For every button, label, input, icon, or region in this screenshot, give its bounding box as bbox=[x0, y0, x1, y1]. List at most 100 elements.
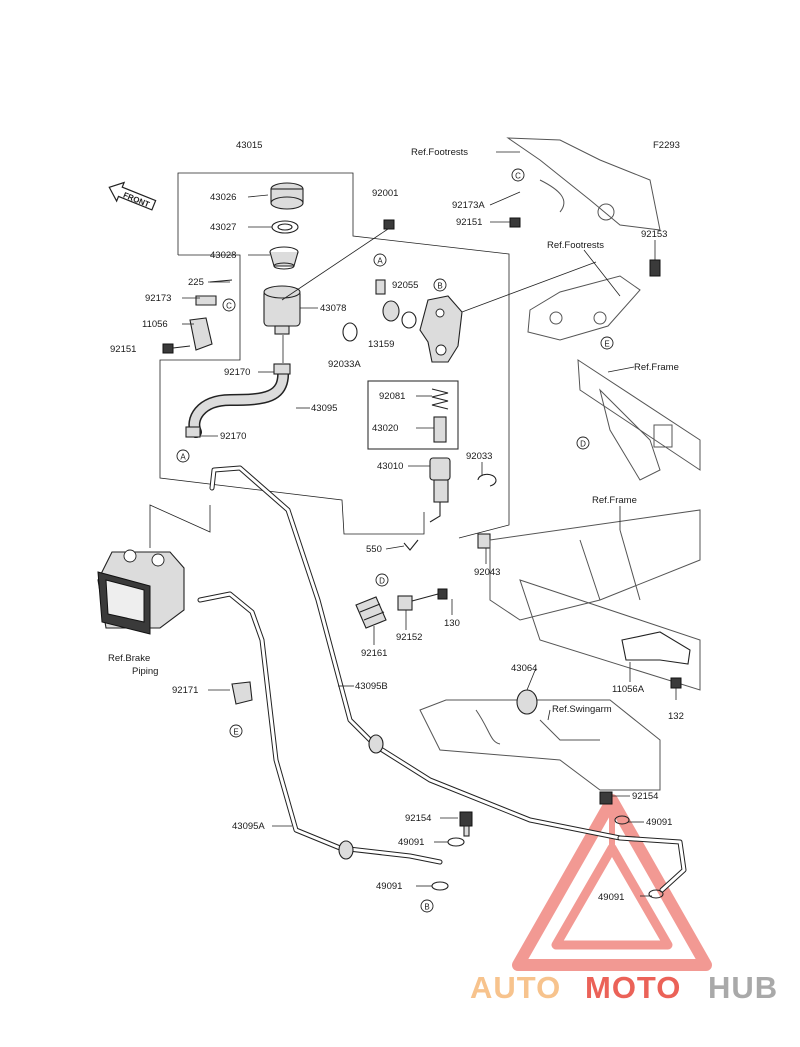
brake-pipe-43095A bbox=[197, 591, 443, 865]
label-49091-c: 49091 bbox=[646, 817, 672, 828]
label-43020: 43020 bbox=[372, 423, 398, 434]
label-92161: 92161 bbox=[361, 648, 387, 659]
bolt-92151 bbox=[162, 343, 191, 354]
callout-b-bottom: B bbox=[420, 899, 434, 913]
ref-frame-lower: Ref.Frame bbox=[592, 495, 637, 506]
svg-text:C: C bbox=[515, 172, 521, 181]
svg-text:D: D bbox=[379, 577, 385, 586]
svg-text:E: E bbox=[233, 728, 238, 737]
label-43095: 43095 bbox=[311, 403, 337, 414]
label-43026: 43026 bbox=[210, 192, 236, 203]
ref-footrests-mid: Ref.Footrests bbox=[547, 240, 604, 251]
label-11056: 11056 bbox=[142, 319, 168, 330]
label-92154-bottom: 92154 bbox=[405, 813, 431, 824]
brake-pipe-43095B bbox=[209, 465, 623, 841]
diaphragm-plate-43027 bbox=[271, 220, 299, 234]
svg-text:AUTO: AUTO bbox=[470, 970, 561, 1005]
label-92055: 92055 bbox=[392, 280, 418, 291]
callout-c-right: C bbox=[511, 168, 525, 182]
banjo-bolt-92154 bbox=[459, 791, 613, 837]
figure-code: F2293 bbox=[653, 140, 680, 151]
o-ring-92055 bbox=[401, 311, 417, 329]
label-92043: 92043 bbox=[474, 567, 500, 578]
footrest-bracket-top bbox=[506, 137, 661, 231]
label-92001: 92001 bbox=[372, 188, 398, 199]
label-92170-lower: 92170 bbox=[220, 431, 246, 442]
bolt-92151-right bbox=[509, 217, 521, 228]
leader-lines bbox=[182, 151, 677, 897]
swingarm-sketch bbox=[419, 699, 661, 791]
callout-a-bottom: A bbox=[176, 449, 190, 463]
bolt-132 bbox=[670, 677, 682, 689]
label-49091-d: 49091 bbox=[598, 892, 624, 903]
front-arrow-icon: FRONT bbox=[108, 181, 157, 211]
bushing-92161 bbox=[355, 596, 387, 629]
label-43095B: 43095B bbox=[355, 681, 388, 692]
piston-43020 bbox=[433, 416, 447, 443]
label-92151-right: 92151 bbox=[456, 217, 482, 228]
clip-92171 bbox=[231, 681, 253, 705]
svg-text:B: B bbox=[424, 903, 429, 912]
bolt-92153 bbox=[649, 259, 661, 277]
label-550: 550 bbox=[366, 544, 382, 555]
callout-e-bottom: E bbox=[229, 724, 243, 738]
label-43027: 43027 bbox=[210, 222, 236, 233]
diaphragm-43028 bbox=[269, 246, 299, 270]
callout-c-left: C bbox=[222, 298, 236, 312]
o-ring-92033A bbox=[342, 322, 358, 342]
svg-text:HUB: HUB bbox=[708, 970, 778, 1005]
label-225: 225 bbox=[188, 277, 204, 288]
bracket-11056 bbox=[189, 279, 233, 351]
callout-b-top: B bbox=[433, 278, 447, 292]
ref-footrests-top: Ref.Footrests bbox=[411, 147, 468, 158]
ref-swingarm: Ref.Swingarm bbox=[552, 704, 612, 715]
label-92152: 92152 bbox=[396, 632, 422, 643]
callout-e-top: E bbox=[600, 336, 614, 350]
bracket-11056A bbox=[621, 631, 691, 665]
rubber-43064 bbox=[516, 689, 538, 715]
frame-sketch-upper bbox=[577, 359, 701, 481]
label-92081: 92081 bbox=[379, 391, 405, 402]
label-49091-a: 49091 bbox=[398, 837, 424, 848]
label-92033: 92033 bbox=[466, 451, 492, 462]
label-43095A: 43095A bbox=[232, 821, 265, 832]
piston-kit-box bbox=[367, 380, 459, 450]
label-92151: 92151 bbox=[110, 344, 136, 355]
bolt-92001 bbox=[281, 219, 395, 301]
push-rod-43010 bbox=[429, 457, 451, 523]
label-92153: 92153 bbox=[641, 229, 667, 240]
label-43028: 43028 bbox=[210, 250, 236, 261]
collar-92152 bbox=[397, 595, 413, 611]
label-92033A: 92033A bbox=[328, 359, 361, 370]
label-43015: 43015 bbox=[236, 140, 262, 151]
pin-550 bbox=[403, 539, 419, 551]
label-92171: 92171 bbox=[172, 685, 198, 696]
ref-brake-piping-line2: Piping bbox=[132, 666, 158, 677]
reservoir-cap-43026 bbox=[270, 182, 304, 210]
spring-92081 bbox=[431, 388, 449, 410]
watermark-logo bbox=[512, 794, 712, 971]
label-13159: 13159 bbox=[368, 339, 394, 350]
callout-d-right: D bbox=[576, 436, 590, 450]
clamp-92170 bbox=[185, 363, 291, 438]
master-cylinder-body bbox=[419, 295, 463, 363]
label-92170-upper: 92170 bbox=[224, 367, 250, 378]
svg-text:B: B bbox=[437, 282, 442, 291]
label-43010: 43010 bbox=[377, 461, 403, 472]
svg-text:A: A bbox=[180, 453, 186, 462]
ref-brake-piping-line1: Ref.Brake bbox=[108, 653, 150, 664]
callout-a-top: A bbox=[373, 253, 387, 267]
ref-frame-upper: Ref.Frame bbox=[634, 362, 679, 373]
circlip-92033 bbox=[477, 473, 497, 487]
callout-d-left: D bbox=[375, 573, 389, 587]
svg-text:E: E bbox=[604, 340, 609, 349]
svg-text:D: D bbox=[580, 440, 586, 449]
abs-unit bbox=[97, 549, 185, 635]
group-bracket-43015 bbox=[177, 172, 510, 539]
label-11056A: 11056A bbox=[612, 684, 645, 695]
label-92173A: 92173A bbox=[452, 200, 485, 211]
svg-text:A: A bbox=[377, 257, 383, 266]
svg-text:MOTO: MOTO bbox=[585, 970, 681, 1005]
